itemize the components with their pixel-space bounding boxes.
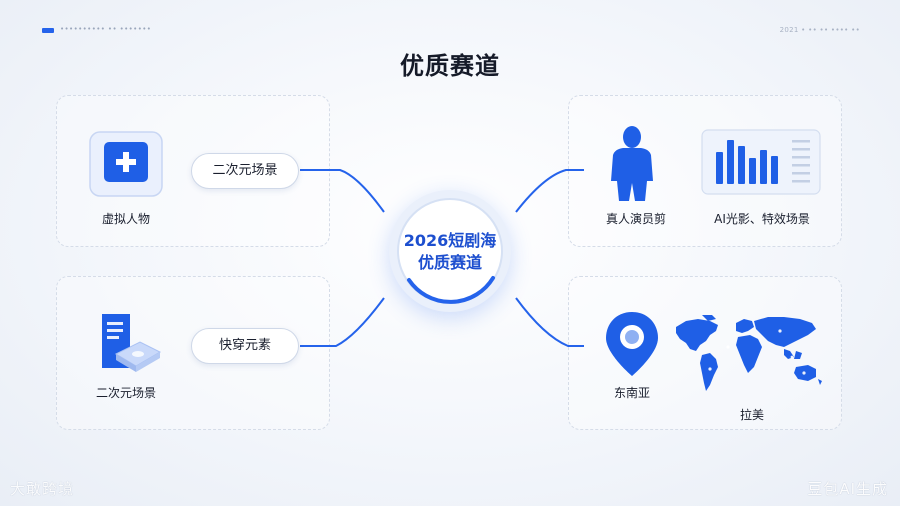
pill-2d-scene: 二次元场景: [191, 153, 299, 189]
hub-title: 2026短剧海 优质赛道: [389, 230, 511, 274]
label-virtual-character: 虚拟人物: [101, 212, 150, 226]
watermark-right: 豆包AI生成: [807, 480, 888, 498]
central-hub: 2026短剧海 优质赛道: [389, 190, 511, 312]
hub-progress-arc: [407, 276, 495, 304]
watermark-left: 大敢跨境: [10, 480, 75, 498]
label-live-actor: 真人演员剪: [605, 212, 666, 226]
connector-bottom-left: [300, 297, 385, 347]
document-card-icon: [102, 314, 162, 372]
label-latin-america: 拉美: [739, 408, 764, 422]
header-subtitle: •••••••••• •• •••••••: [60, 25, 152, 33]
connector-top-left: [300, 169, 385, 213]
bar-chart-icon: [701, 129, 821, 195]
pill-fast-travel: 快穿元素: [191, 328, 299, 364]
plus-card-icon: [89, 131, 163, 197]
person-silhouette-icon: [611, 126, 653, 201]
label-ai-lighting-effects: AI光影、特效场景: [714, 212, 810, 226]
world-map-icon: [676, 315, 822, 391]
location-pin-icon: [606, 312, 658, 376]
connector-bottom-right: [515, 297, 584, 347]
header-accent-bar: [42, 28, 54, 33]
page-title: 优质赛道: [400, 52, 500, 80]
hub-title-line2: 优质赛道: [417, 253, 482, 272]
connector-top-right: [515, 169, 584, 213]
header-date: 2021 • •• •• •••• ••: [779, 26, 860, 34]
label-southeast-asia: 东南亚: [613, 386, 650, 400]
label-2d-scene: 二次元场景: [95, 386, 156, 400]
hub-title-line1: 2026短剧海: [403, 231, 497, 250]
